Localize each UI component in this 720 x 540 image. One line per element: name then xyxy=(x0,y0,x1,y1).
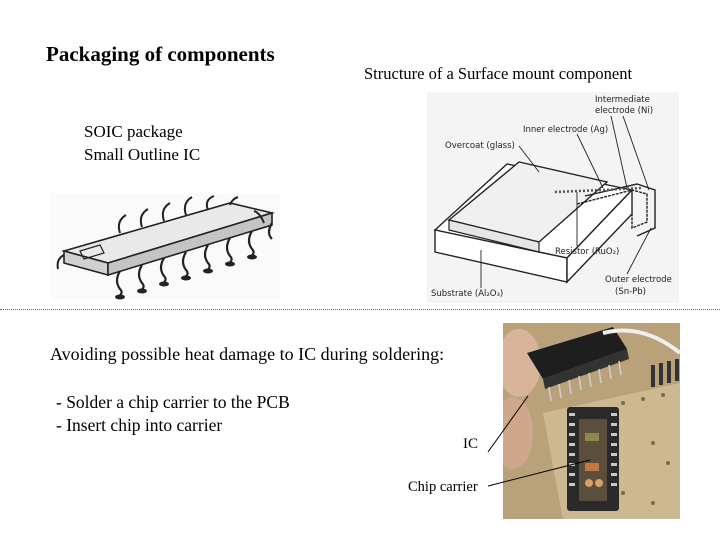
label-overcoat: Overcoat (glass) xyxy=(445,141,515,151)
label-inner-electrode: Inner electrode (Ag) xyxy=(523,125,608,135)
soic-caption: SOIC package Small Outline IC xyxy=(84,120,200,166)
smd-structure-diagram: Intermediate electrode (Ni) Inner electr… xyxy=(427,92,679,303)
label-resistor: Resistor (RuO₂) xyxy=(555,247,619,257)
label-outer-electrode-2: (Sn-Pb) xyxy=(615,287,646,297)
section-divider xyxy=(0,309,720,310)
heat-damage-heading: Avoiding possible heat damage to IC duri… xyxy=(50,344,445,364)
smd-structure-heading: Structure of a Surface mount component xyxy=(364,64,633,83)
step-item: - Solder a chip carrier to the PCB xyxy=(56,392,290,412)
step-item: - Insert chip into carrier xyxy=(56,415,223,435)
steps-list: - Solder a chip carrier to the PCB - Ins… xyxy=(56,391,290,437)
ic-label: IC xyxy=(463,436,478,452)
chip-carrier-label: Chip carrier xyxy=(408,479,478,495)
label-intermediate-1: Intermediate xyxy=(595,95,650,105)
label-substrate: Substrate (Al₂O₃) xyxy=(431,289,503,299)
soic-caption-line1: SOIC package xyxy=(84,122,183,141)
label-intermediate-2: electrode (Ni) xyxy=(595,106,653,116)
soic-caption-line2: Small Outline IC xyxy=(84,145,201,164)
soic-package-image xyxy=(50,193,280,300)
ic-carrier-photo xyxy=(503,323,680,519)
label-outer-electrode-1: Outer electrode xyxy=(605,275,672,285)
page-title: Packaging of components xyxy=(46,42,275,66)
